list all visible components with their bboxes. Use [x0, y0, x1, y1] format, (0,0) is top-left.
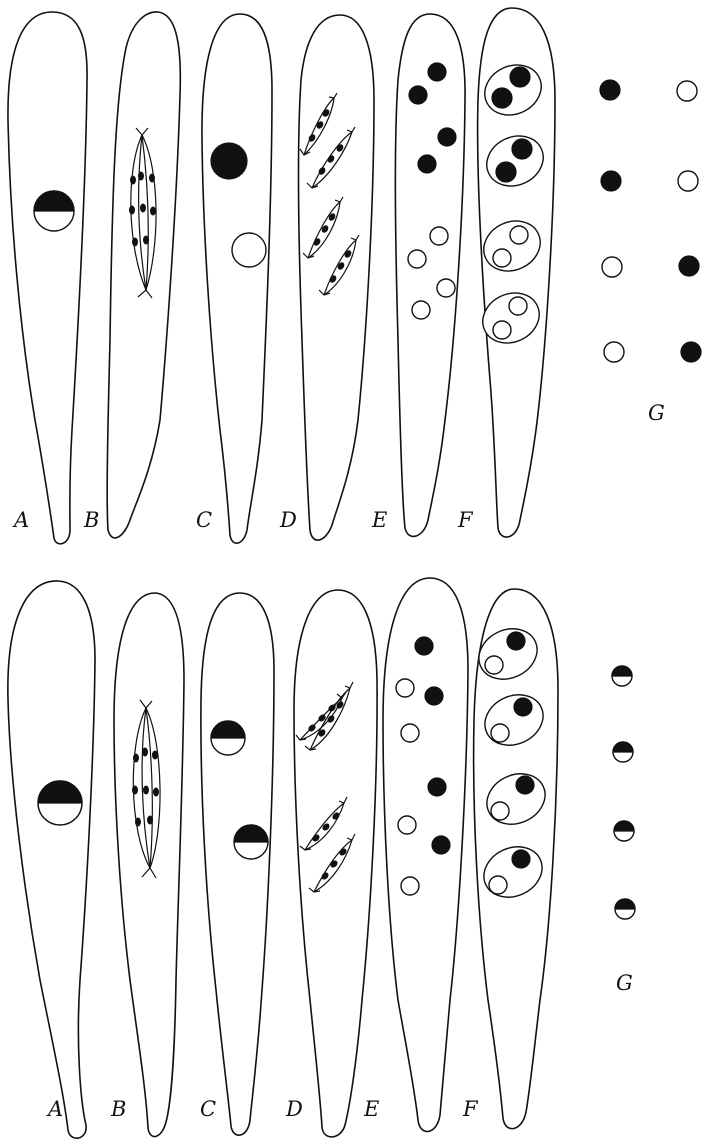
bottom-label-b: B [110, 1097, 126, 1121]
bottom-e-black-nucleus [432, 836, 450, 854]
bottom-e-black-nucleus [415, 637, 433, 655]
top-g-segregation-key [600, 80, 701, 362]
top-c-black-nucleus [211, 143, 247, 179]
bottom-e-white-nucleus [396, 679, 414, 697]
bottom-label-e: E [363, 1097, 379, 1121]
top-e-white-nucleus [430, 227, 448, 245]
top-ascus-c [202, 14, 272, 543]
bottom-ascus-a [8, 581, 95, 1138]
top-e-white-nucleus [412, 301, 430, 319]
top-ascus-e [395, 14, 465, 536]
bottom-ascus-b [114, 593, 184, 1137]
top-label-d: D [279, 508, 297, 532]
top-c-white-nucleus [232, 233, 266, 267]
bottom-e-white-nucleus [401, 724, 419, 742]
bottom-g-segregation-key [612, 666, 635, 919]
bottom-ascus-f [471, 589, 558, 1129]
top-label-f: F [457, 508, 474, 532]
bottom-label-d: D [285, 1097, 303, 1121]
top-ascus-b [107, 12, 180, 538]
top-e-black-nucleus [438, 128, 456, 146]
bottom-a-nucleus [38, 781, 82, 825]
top-e-white-nucleus [408, 250, 426, 268]
top-ascus-d [298, 15, 374, 540]
bottom-label-a: A [46, 1097, 63, 1121]
top-e-white-nucleus [437, 279, 455, 297]
top-panel: A B C D E F G [8, 8, 701, 544]
bottom-c-nucleus-1 [211, 721, 245, 755]
top-e-black-nucleus [418, 155, 436, 173]
top-label-c: C [196, 508, 212, 532]
top-e-black-nucleus [428, 63, 446, 81]
top-label-a: A [12, 508, 29, 532]
top-label-b: B [83, 508, 99, 532]
bottom-e-black-nucleus [425, 687, 443, 705]
bottom-label-c: C [200, 1097, 216, 1121]
bottom-panel: A B C D E F G [8, 578, 635, 1138]
top-ascus-a [8, 12, 87, 544]
top-ascus-f [475, 8, 555, 537]
bottom-e-white-nucleus [398, 816, 416, 834]
top-label-g: G [648, 401, 665, 425]
top-label-e: E [371, 508, 387, 532]
bottom-label-g: G [616, 971, 633, 995]
bottom-ascus-e [383, 578, 468, 1131]
bottom-e-black-nucleus [428, 778, 446, 796]
top-e-black-nucleus [409, 86, 427, 104]
bottom-label-f: F [462, 1097, 479, 1121]
bottom-ascus-d [294, 590, 377, 1137]
bottom-ascus-c [201, 593, 274, 1135]
bottom-e-white-nucleus [401, 877, 419, 895]
bottom-c-nucleus-2 [234, 825, 268, 859]
top-a-nucleus [34, 191, 74, 231]
